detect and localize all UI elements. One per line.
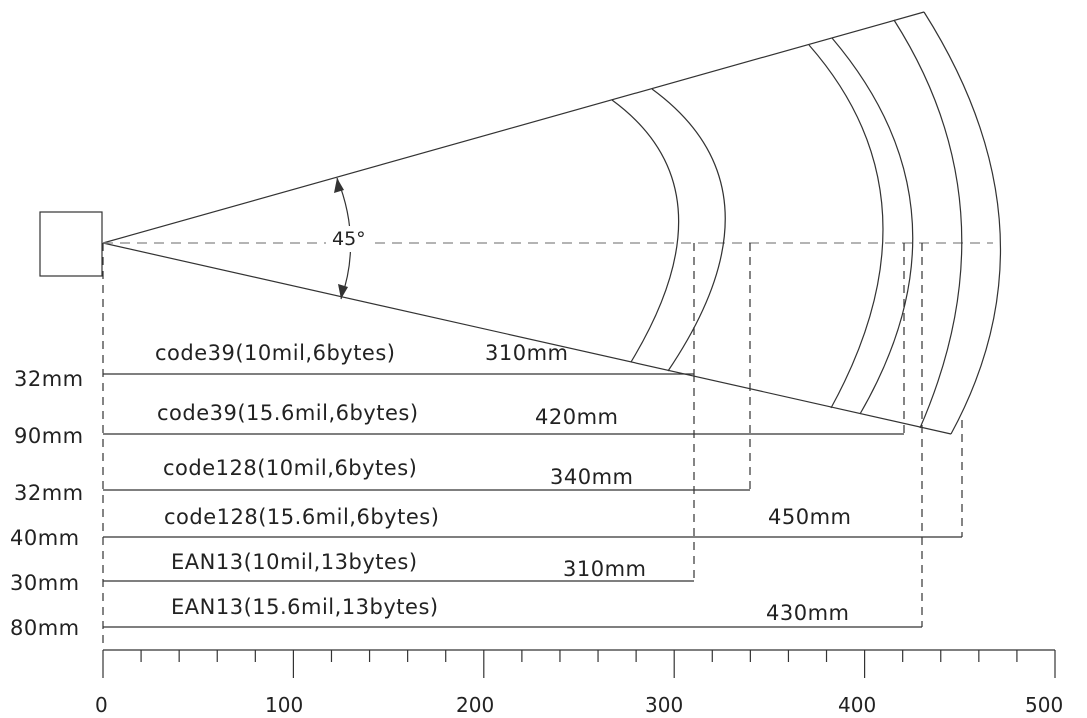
angle-arrow-bottom xyxy=(338,284,348,299)
range-code-label: code128(15.6mil,6bytes) xyxy=(164,505,439,529)
axis-ticks xyxy=(102,650,1056,678)
axis-tick-label: 300 xyxy=(645,693,683,717)
range-code-label: EAN13(15.6mil,13bytes) xyxy=(171,595,439,619)
axis-tick-label: 400 xyxy=(838,693,876,717)
range-arcs xyxy=(611,11,1002,435)
axis-tick-label: 500 xyxy=(1025,693,1063,717)
axis-tick-labels: 0 100 200 300 400 500 xyxy=(95,693,1063,717)
range-code-label: EAN13(10mil,13bytes) xyxy=(171,550,418,574)
range-min-label: 32mm xyxy=(14,367,84,391)
range-row: 30mm EAN13(10mil,13bytes) 310mm xyxy=(10,374,695,595)
range-row: 90mm code39(15.6mil,6bytes) 420mm xyxy=(14,243,905,448)
range-row: 32mm code128(10mil,6bytes) 340mm xyxy=(14,243,751,505)
range-arc-340 xyxy=(651,88,726,372)
range-code-label: code39(10mil,6bytes) xyxy=(155,341,396,365)
range-arc-430 xyxy=(831,37,914,415)
range-row: 32mm code39(10mil,6bytes) 310mm xyxy=(14,243,695,391)
range-min-label: 80mm xyxy=(10,616,80,640)
angle-label: 45° xyxy=(332,228,366,250)
range-max-label: 310mm xyxy=(563,557,647,581)
range-min-label: 40mm xyxy=(10,526,80,550)
axis-tick-label: 0 xyxy=(95,693,108,717)
range-max-label: 430mm xyxy=(766,601,850,625)
range-row: 80mm EAN13(15.6mil,13bytes) 430mm xyxy=(10,243,923,640)
range-max-label: 340mm xyxy=(550,465,634,489)
range-min-label: 90mm xyxy=(14,424,84,448)
cone-upper-edge xyxy=(102,11,925,244)
range-min-label: 32mm xyxy=(14,481,84,505)
angle-arrow-top xyxy=(334,178,344,193)
axis-tick-label: 100 xyxy=(265,693,303,717)
range-max-label: 450mm xyxy=(768,505,852,529)
range-arc-310 xyxy=(611,99,680,363)
range-min-label: 30mm xyxy=(10,571,80,595)
range-code-label: code128(10mil,6bytes) xyxy=(163,456,417,480)
range-arc-470 xyxy=(923,11,1002,435)
range-row: 40mm code128(15.6mil,6bytes) 450mm xyxy=(10,420,963,550)
range-rows: 32mm code39(10mil,6bytes) 310mm 90mm cod… xyxy=(10,243,963,640)
axis-tick-label: 200 xyxy=(456,693,494,717)
angle-label-bg xyxy=(326,226,372,252)
range-code-label: code39(15.6mil,6bytes) xyxy=(157,401,419,425)
scanner-device-box xyxy=(39,211,103,277)
range-max-label: 310mm xyxy=(485,341,569,365)
range-arc-420 xyxy=(808,44,884,409)
range-arc-450 xyxy=(893,19,963,429)
distance-axis: 0 100 200 300 400 500 xyxy=(95,649,1063,717)
range-max-label: 420mm xyxy=(535,405,619,429)
cone-lower-edge xyxy=(102,242,952,435)
